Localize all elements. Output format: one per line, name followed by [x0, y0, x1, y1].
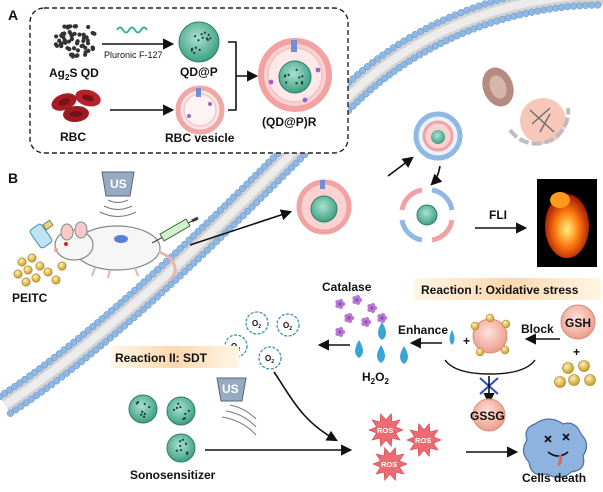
- sonosensitizer-particles-icon: [128, 394, 196, 463]
- ag2s-qd-cluster-icon: [53, 24, 97, 59]
- peitc-label: PEITC: [12, 291, 48, 305]
- ag2s-qd-label: Ag2S QD: [49, 66, 99, 82]
- reaction2-label: Reaction II: SDT: [115, 351, 208, 365]
- mouse-icon: [54, 221, 177, 282]
- pluronic-polymer-icon: [116, 26, 148, 34]
- panel-a-letter: A: [8, 7, 18, 23]
- dead-cell-icon: [522, 418, 588, 479]
- cells-death-label: Cells death: [522, 471, 586, 485]
- arrow-to-endosome: [387, 156, 414, 177]
- drop-small-icon: [449, 330, 455, 345]
- fluorescence-image-icon: [537, 179, 597, 267]
- arrow-injection: [189, 209, 293, 246]
- catalase-molecules-icon: [335, 294, 388, 338]
- product-label: (QD@P)R: [262, 115, 317, 129]
- gsh-label: GSH: [565, 316, 591, 330]
- h2o2-label: H2O2: [362, 370, 389, 386]
- gssg-icon: [472, 398, 506, 432]
- gssg-label: GSSG: [470, 409, 505, 423]
- o2-label: O2: [283, 321, 292, 332]
- ros-label: ROS: [415, 436, 431, 445]
- qdp-r-particle-icon: [258, 38, 332, 112]
- mitochondria-icon: [482, 67, 571, 146]
- rbc-vesicle-label: RBC vesicle: [165, 131, 235, 145]
- pluronic-label: Pluronic F-127: [104, 50, 163, 60]
- ultrasound-probe-top-icon: [99, 171, 137, 217]
- rbc-label: RBC: [60, 130, 86, 144]
- oxygen-bubbles-icon: [224, 311, 300, 370]
- syringe-icon: [151, 216, 199, 244]
- fli-label: FLI: [489, 208, 507, 222]
- rbc-cells-icon: [51, 89, 101, 123]
- gold-particles-icon: [554, 360, 596, 388]
- block-label: Block: [521, 322, 554, 336]
- arrow-oxygen-to-ros: [273, 371, 338, 442]
- arrow-endosome-release: [430, 165, 443, 186]
- ultrasound-probe-bottom-icon: [216, 377, 257, 436]
- qdp-label: QD@P: [180, 65, 218, 79]
- enhance-label: Enhance: [398, 323, 448, 337]
- qdp-particle-icon: [178, 21, 220, 63]
- endosome-icon: [413, 111, 463, 161]
- panel-a: A Ag2S QD Pluronic F-127 QD@P RBC RBC ve…: [8, 7, 349, 154]
- o2-label: O2: [252, 319, 261, 330]
- gsh-icon: [560, 304, 596, 340]
- us-bottom-label: US: [222, 382, 239, 396]
- gssg-bracket: [444, 359, 536, 375]
- disassembled-vesicle-icon: [399, 187, 455, 243]
- us-top-label: US: [110, 177, 127, 191]
- reaction2-banner: [111, 346, 239, 368]
- ros-label: ROS: [381, 460, 397, 469]
- gsh-plus: +: [573, 345, 580, 359]
- peitc-pills-icon: [13, 253, 67, 287]
- plus-mid: +: [463, 334, 470, 348]
- sonosensitizer-label: Sonosensitizer: [130, 468, 216, 482]
- peitc-bottle-icon: [29, 219, 54, 249]
- ros-stars-icon: ROS ROS ROS: [368, 413, 442, 481]
- catalase-label: Catalase: [322, 280, 372, 294]
- o2-label: O2: [265, 354, 274, 365]
- panel-b-letter: B: [8, 170, 18, 186]
- ros-label: ROS: [377, 426, 393, 435]
- h2o2-drops-icon: [355, 322, 408, 364]
- reaction1-label: Reaction I: Oxidative stress: [421, 283, 579, 297]
- reaction1-banner: [414, 278, 601, 300]
- nanoparticle-in-blood-icon: [296, 179, 352, 235]
